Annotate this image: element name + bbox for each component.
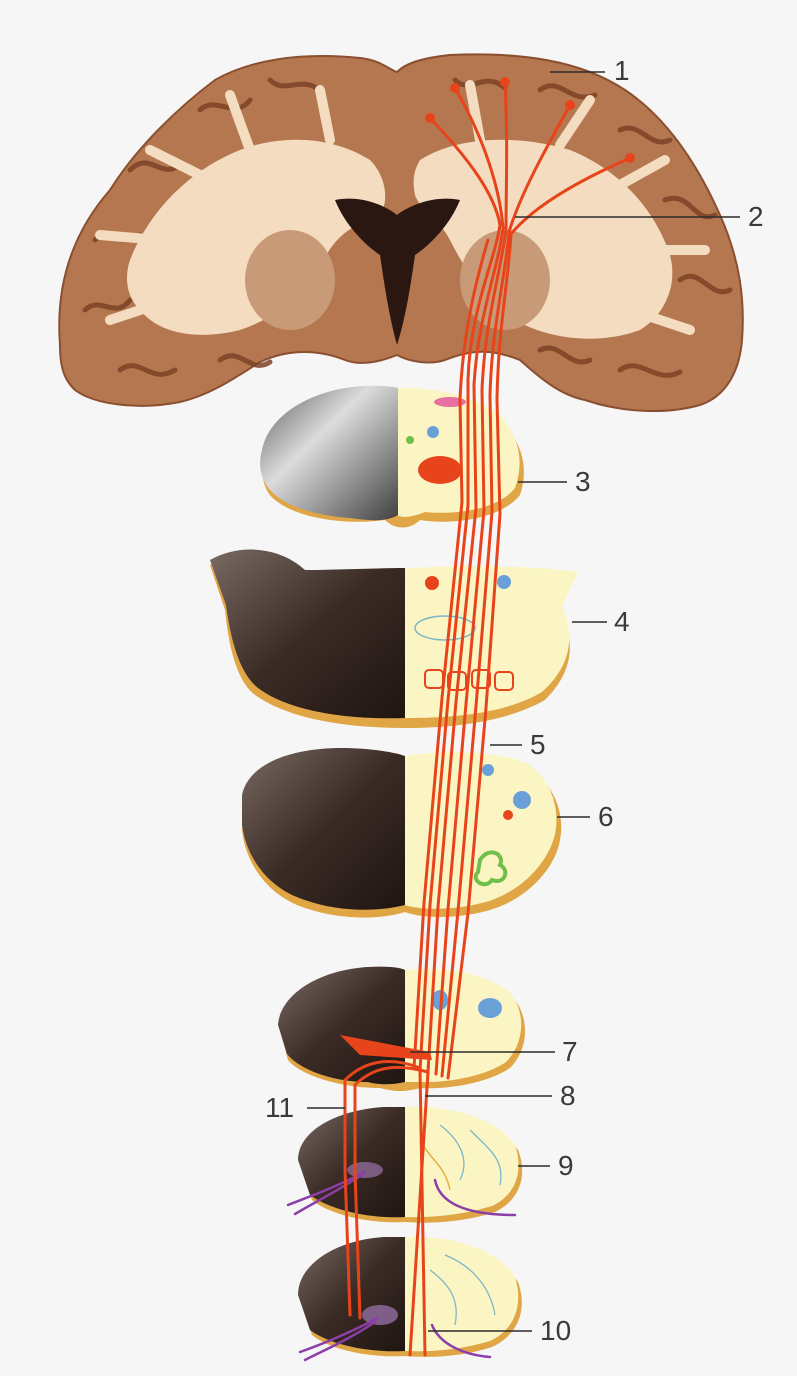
medulla-nucleus-blue-2 — [513, 791, 531, 809]
callout-11: 11 — [265, 1092, 294, 1123]
medulla-lower-section — [278, 967, 525, 1091]
red-nucleus-marker — [418, 456, 462, 484]
pons-section — [210, 550, 578, 728]
callout-3: 3 — [575, 466, 591, 497]
callout-10: 10 — [540, 1315, 571, 1346]
callout-1: 1 — [614, 55, 630, 86]
medulla-lower-blue-2 — [478, 998, 502, 1018]
left-deep-nuclei — [245, 230, 335, 330]
medulla-upper-stained-half — [242, 748, 405, 910]
callout-7: 7 — [562, 1036, 578, 1067]
medulla-upper-section — [242, 748, 561, 918]
pons-nucleus-red — [425, 576, 439, 590]
medulla-nucleus-red — [503, 810, 513, 820]
callout-6: 6 — [598, 801, 614, 832]
nucleus-marker-green — [406, 436, 414, 444]
spinal-cord-upper-section — [288, 1107, 522, 1223]
callout-9: 9 — [558, 1150, 574, 1181]
nucleus-marker-blue — [427, 426, 439, 438]
callout-8: 8 — [560, 1080, 576, 1111]
callout-5: 5 — [530, 729, 546, 760]
medulla-nucleus-blue-1 — [482, 764, 494, 776]
pons-stained-half — [210, 550, 405, 719]
pons-nucleus-blue — [497, 575, 511, 589]
coronal-brain-section — [59, 54, 743, 411]
callout-4: 4 — [614, 606, 630, 637]
callout-2: 2 — [748, 201, 764, 232]
spinal-upper-motor-nucleus — [347, 1162, 383, 1178]
